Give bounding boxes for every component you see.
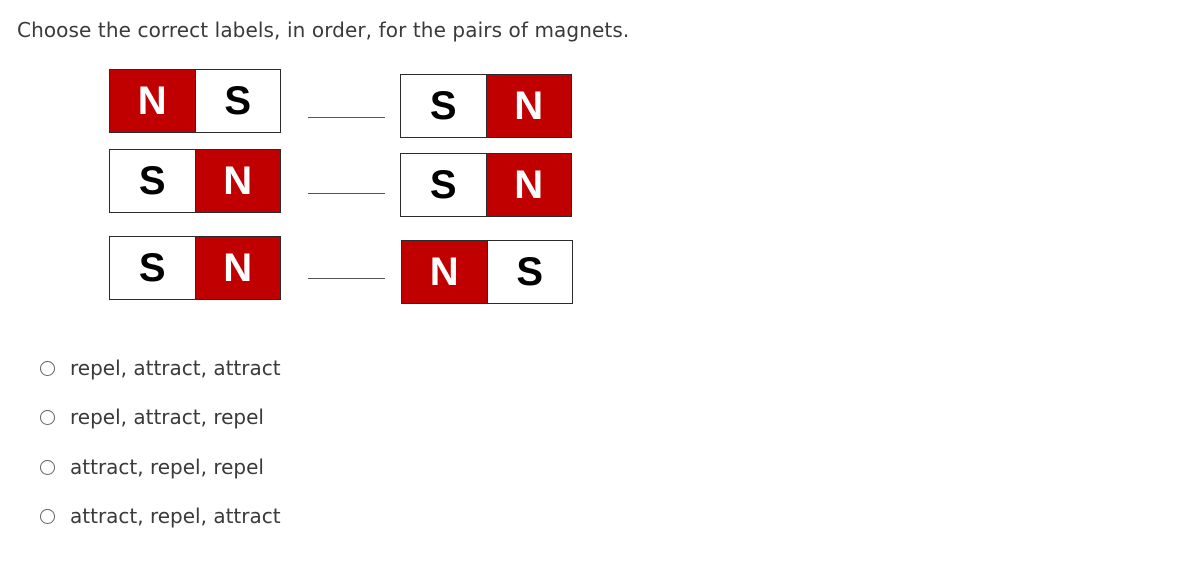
answer-blank-3: [308, 278, 385, 279]
choice-label: repel, attract, attract: [70, 356, 281, 380]
magnet-pair3-left: S N: [109, 236, 281, 300]
radio-button[interactable]: [40, 508, 55, 524]
choice-label: attract, repel, repel: [70, 455, 264, 479]
choice-label: attract, repel, attract: [70, 504, 281, 528]
magnet-pole-north: N: [485, 75, 571, 137]
magnet-pole-north: N: [194, 237, 280, 299]
magnet-pole-south: S: [194, 70, 280, 132]
answer-blank-1: [308, 117, 385, 118]
answer-choice-2[interactable]: repel, attract, repel: [40, 405, 264, 429]
magnet-pole-south: S: [401, 154, 486, 216]
magnet-pole-south: S: [110, 150, 195, 212]
magnet-pair1-right: S N: [400, 74, 572, 138]
answer-choice-4[interactable]: attract, repel, attract: [40, 504, 281, 528]
answer-choice-3[interactable]: attract, repel, repel: [40, 455, 264, 479]
magnet-pole-south: S: [486, 241, 572, 303]
answer-choice-1[interactable]: repel, attract, attract: [40, 356, 281, 380]
radio-button[interactable]: [40, 409, 55, 425]
magnet-pole-north: N: [110, 70, 195, 132]
radio-button[interactable]: [40, 459, 55, 475]
magnet-pole-north: N: [194, 150, 280, 212]
magnet-pole-south: S: [401, 75, 486, 137]
magnet-pair2-left: S N: [109, 149, 281, 213]
magnet-pair2-right: S N: [400, 153, 572, 217]
magnet-pair3-right: N S: [401, 240, 573, 304]
choice-label: repel, attract, repel: [70, 405, 264, 429]
magnet-pole-north: N: [402, 241, 487, 303]
magnet-pair1-left: N S: [109, 69, 281, 133]
magnet-pole-north: N: [485, 154, 571, 216]
question-text: Choose the correct labels, in order, for…: [17, 18, 630, 42]
magnet-pole-south: S: [110, 237, 195, 299]
radio-button[interactable]: [40, 360, 55, 376]
answer-blank-2: [308, 193, 385, 194]
